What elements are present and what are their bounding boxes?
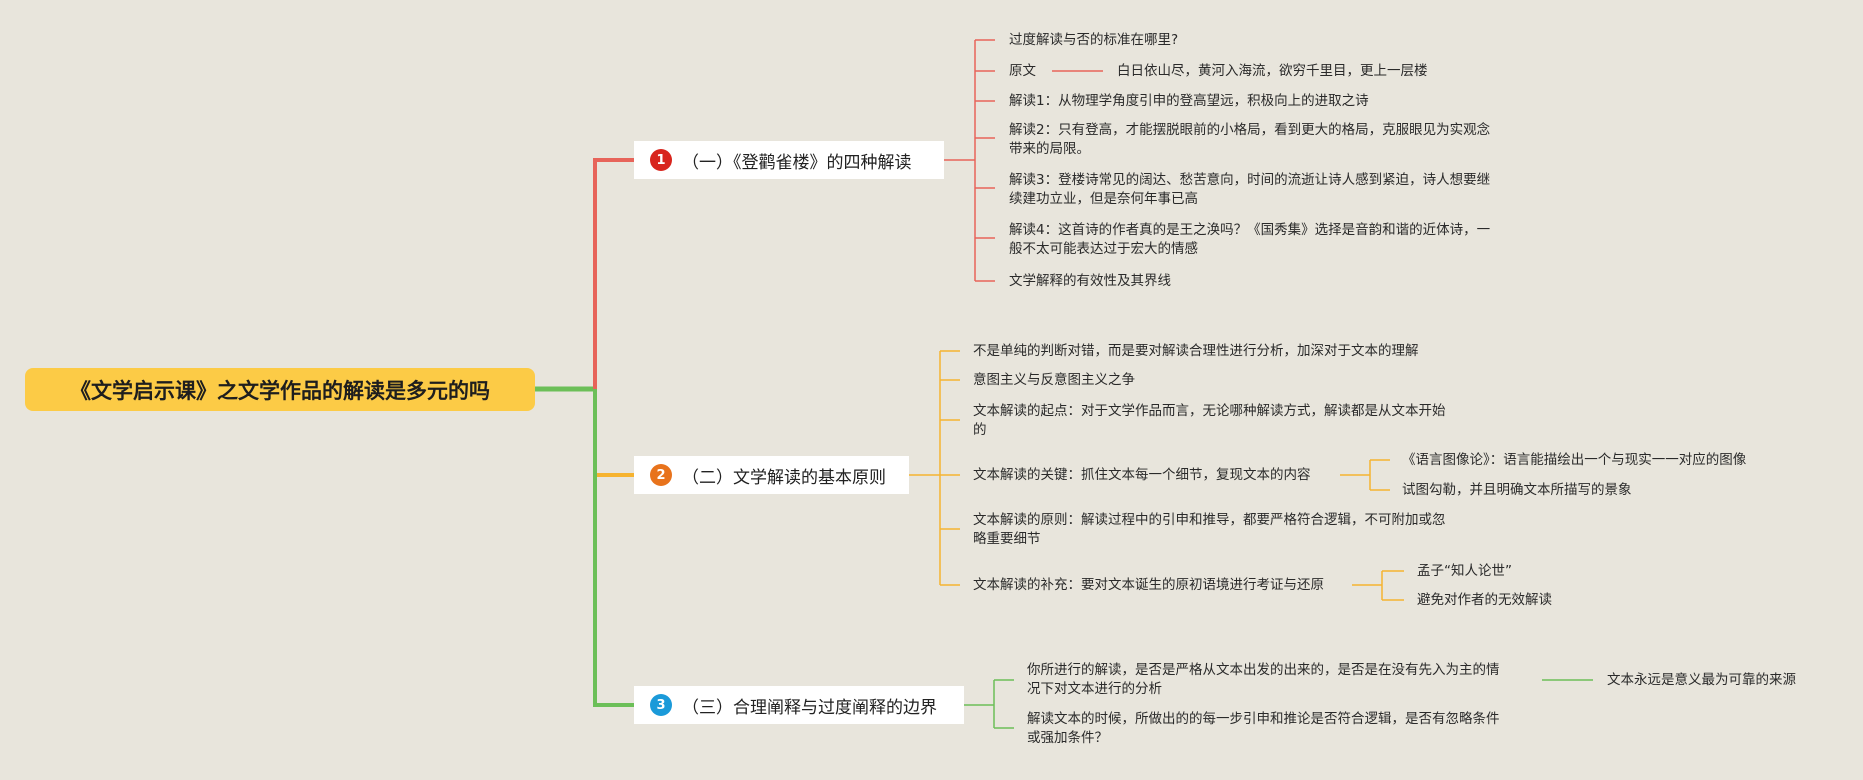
- branch-2-leaf-1[interactable]: 不是单纯的判断对错，而是要对解读合理性进行分析，加深对于文本的理解: [973, 342, 1419, 361]
- leaf-text: 况下对文本进行的分析: [1027, 681, 1162, 697]
- leaf-text: 原文: [1009, 63, 1036, 79]
- leaf-text: 文本解读的起点：对于文学作品而言，无论哪种解读方式，解读都是从文本开始: [973, 403, 1446, 419]
- branch-2-topic[interactable]: 2 （二）文学解读的基本原则: [634, 456, 909, 494]
- branch-3-topic[interactable]: 3 （三）合理阐释与过度阐释的边界: [634, 686, 964, 724]
- branch-2-leaf-3[interactable]: 文本解读的起点：对于文学作品而言，无论哪种解读方式，解读都是从文本开始的: [973, 402, 1446, 440]
- branch-1-leaf-4[interactable]: 解读2：只有登高，才能摆脱眼前的小格局，看到更大的格局，克服眼见为实观念带来的局…: [1009, 121, 1490, 159]
- leaf-text: 的: [973, 422, 987, 438]
- leaf-text: 试图勾勒，并且明确文本所描写的景象: [1402, 482, 1632, 498]
- leaf-text: 《语言图像论》：语言能描绘出一个与现实一一对应的图像: [1402, 452, 1747, 468]
- branch-2-number-badge: 2: [650, 464, 672, 486]
- leaf-text: 文学解释的有效性及其界线: [1009, 273, 1171, 289]
- leaf-text: 你所进行的解读，是否是严格从文本出发的出来的，是否是在没有先入为主的情: [1027, 662, 1500, 678]
- leaf-text: 解读3：登楼诗常见的阔达、愁苦意向，时间的流逝让诗人感到紧迫，诗人想要继: [1009, 172, 1491, 188]
- branch-2-leaf-4-child-1[interactable]: 《语言图像论》：语言能描绘出一个与现实一一对应的图像: [1402, 451, 1746, 470]
- leaf-text: 文本解读的补充：要对文本诞生的原初语境进行考证与还原: [973, 577, 1324, 593]
- leaf-text: 般不太可能表达过于宏大的情感: [1009, 241, 1198, 257]
- leaf-text: 文本解读的原则：解读过程中的引申和推导，都要严格符合逻辑，不可附加或忽: [973, 512, 1446, 528]
- branch-1-number-badge: 1: [650, 149, 672, 171]
- leaf-text: 白日依山尽，黄河入海流，欲穷千里目，更上一层楼: [1117, 63, 1428, 79]
- leaf-text: 避免对作者的无效解读: [1417, 592, 1552, 608]
- leaf-text: 带来的局限。: [1009, 141, 1090, 157]
- leaf-text: 解读2：只有登高，才能摆脱眼前的小格局，看到更大的格局，克服眼见为实观念: [1009, 122, 1491, 138]
- branch-1-leaf-7[interactable]: 文学解释的有效性及其界线: [1009, 272, 1171, 291]
- branch-1-label: （一）《登鹳雀楼》的四种解读: [682, 152, 912, 173]
- leaf-text: 续建功立业，但是奈何年事已高: [1009, 191, 1198, 207]
- leaf-text: 文本永远是意义最为可靠的来源: [1607, 672, 1796, 688]
- branch-2-connector: [593, 389, 634, 477]
- root-topic[interactable]: 《文学启示课》之文学作品的解读是多元的吗: [25, 368, 535, 411]
- leaf-text: 过度解读与否的标准在哪里?: [1009, 32, 1179, 48]
- branch-2-leaf-6[interactable]: 文本解读的补充：要对文本诞生的原初语境进行考证与还原: [973, 576, 1324, 595]
- branch-2-leaf-6-child-1[interactable]: 孟子“知人论世”: [1417, 562, 1512, 581]
- branch-2-leaf-4[interactable]: 文本解读的关键：抓住文本每一个细节，复现文本的内容: [973, 466, 1311, 485]
- leaf-text: 略重要细节: [973, 531, 1041, 547]
- branch-3-leaf-1[interactable]: 你所进行的解读，是否是严格从文本出发的出来的，是否是在没有先入为主的情况下对文本…: [1027, 661, 1500, 699]
- leaf-text: 解读1：从物理学角度引申的登高望远，积极向上的进取之诗: [1009, 93, 1369, 109]
- branch-1-leaf-1[interactable]: 过度解读与否的标准在哪里?: [1009, 31, 1178, 50]
- leaf-text: 意图主义与反意图主义之争: [973, 372, 1135, 388]
- leaf-text: 孟子“知人论世”: [1417, 563, 1512, 579]
- branch-3-label: （三）合理阐释与过度阐释的边界: [682, 697, 937, 718]
- branch-1-leaf-6[interactable]: 解读4：这首诗的作者真的是王之涣吗？《国秀集》选择是音韵和谐的近体诗，一般不太可…: [1009, 221, 1490, 259]
- leaf-text: 解读4：这首诗的作者真的是王之涣吗？《国秀集》选择是音韵和谐的近体诗，一: [1009, 222, 1491, 238]
- branch-3-connector: [593, 389, 634, 707]
- branch-1-leaf-2-child[interactable]: 白日依山尽，黄河入海流，欲穷千里目，更上一层楼: [1117, 62, 1428, 81]
- leaf-text: 解读文本的时候，所做出的的每一步引申和推论是否符合逻辑，是否有忽略条件: [1027, 711, 1500, 727]
- leaf-text: 或强加条件？: [1027, 730, 1108, 746]
- root-topic-label: 《文学启示课》之文学作品的解读是多元的吗: [70, 378, 490, 403]
- leaf-text: 文本解读的关键：抓住文本每一个细节，复现文本的内容: [973, 467, 1311, 483]
- branch-2-label: （二）文学解读的基本原则: [682, 467, 886, 488]
- branch-2-leaf-4-child-2[interactable]: 试图勾勒，并且明确文本所描写的景象: [1402, 481, 1632, 500]
- branch-3-leaf-1-child[interactable]: 文本永远是意义最为可靠的来源: [1607, 671, 1796, 690]
- branch-1-topic[interactable]: 1 （一）《登鹳雀楼》的四种解读: [634, 141, 944, 179]
- branch-1-leaf-3[interactable]: 解读1：从物理学角度引申的登高望远，积极向上的进取之诗: [1009, 92, 1369, 111]
- branch-2-leaf-5[interactable]: 文本解读的原则：解读过程中的引申和推导，都要严格符合逻辑，不可附加或忽略重要细节: [973, 511, 1446, 549]
- leaf-text: 不是单纯的判断对错，而是要对解读合理性进行分析，加深对于文本的理解: [973, 343, 1419, 359]
- branch-2-leaf-6-child-2[interactable]: 避免对作者的无效解读: [1417, 591, 1552, 610]
- branch-1-leaf-2[interactable]: 原文: [1009, 62, 1036, 81]
- branch-3-number-badge: 3: [650, 694, 672, 716]
- branch-1-leaf-5[interactable]: 解读3：登楼诗常见的阔达、愁苦意向，时间的流逝让诗人感到紧迫，诗人想要继续建功立…: [1009, 171, 1490, 209]
- branch-3-leaf-2[interactable]: 解读文本的时候，所做出的的每一步引申和推论是否符合逻辑，是否有忽略条件或强加条件…: [1027, 710, 1500, 748]
- branch-2-leaf-2[interactable]: 意图主义与反意图主义之争: [973, 371, 1135, 390]
- branch-1-connector: [593, 158, 634, 389]
